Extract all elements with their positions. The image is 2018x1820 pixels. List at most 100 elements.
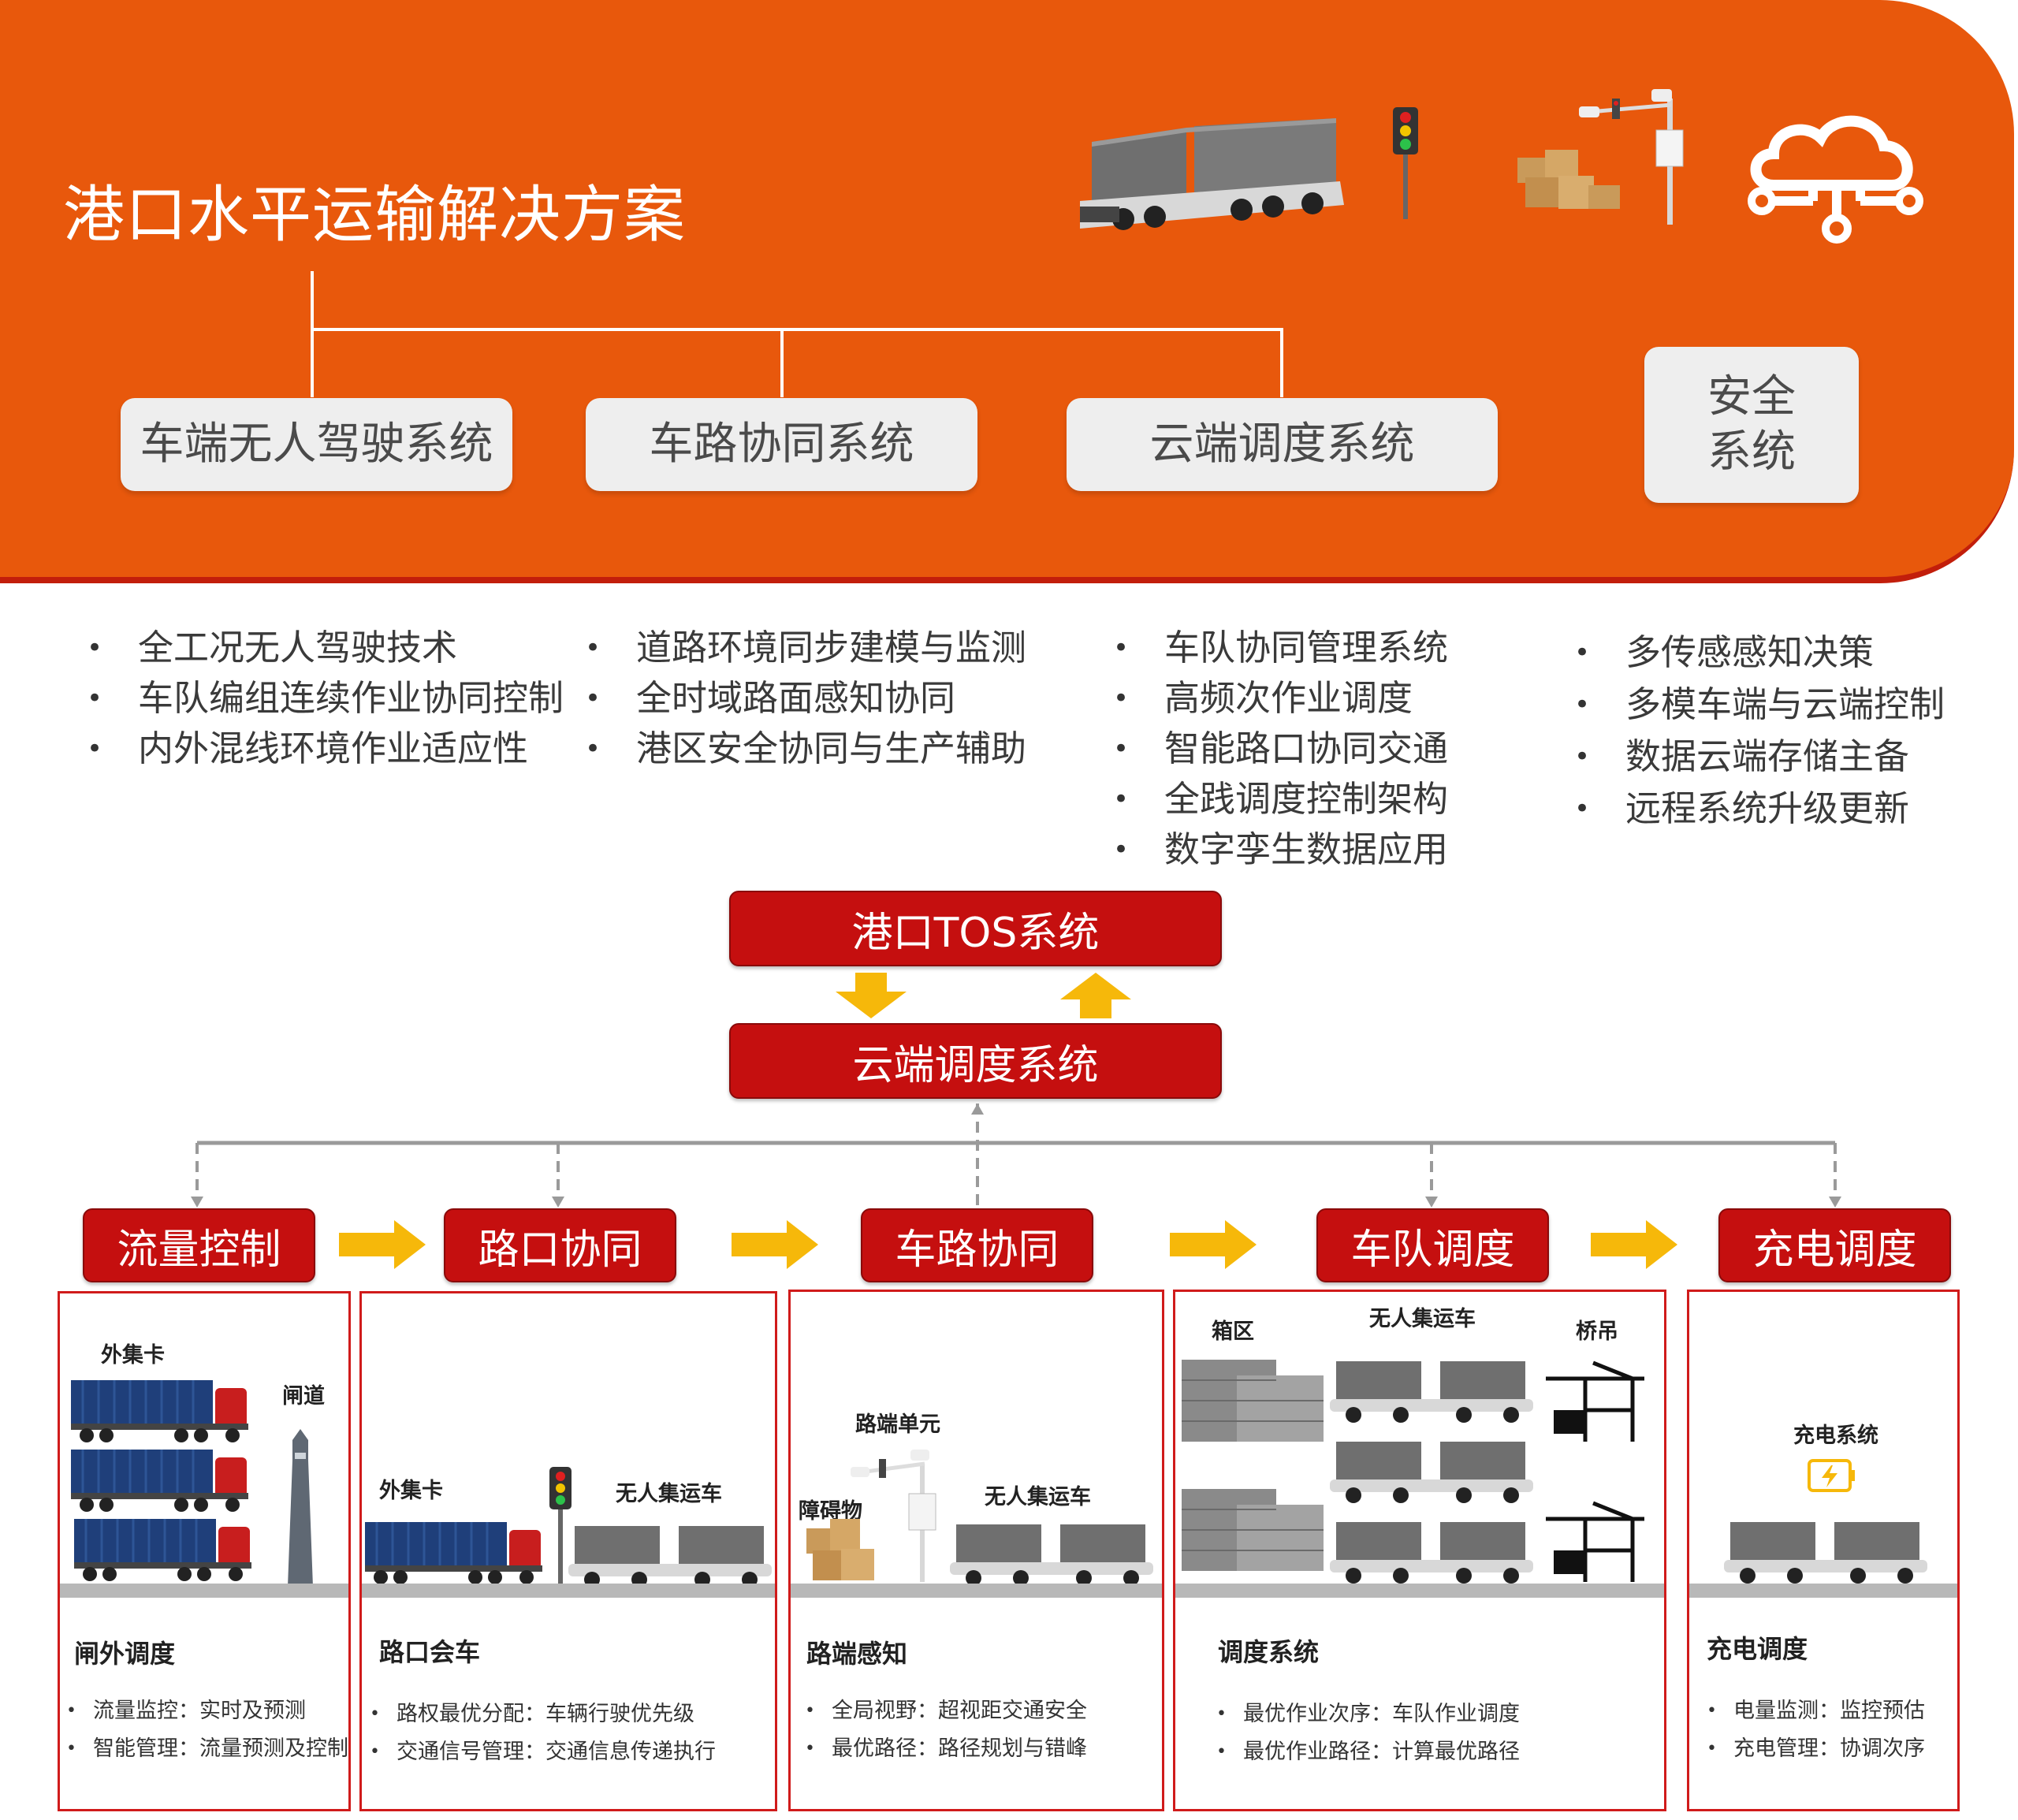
traffic-light-icon [1393,107,1418,219]
external-truck-label: 外集卡 [379,1479,443,1503]
unmanned-vehicle-icon [568,1526,772,1587]
roadside-unit-label: 路端单元 [855,1412,940,1437]
cloud-dispatch-box[interactable]: 云端调度系统 [729,1023,1222,1099]
panel-title: 充电调度 [1707,1634,1808,1664]
roadside-unit-icon [1517,89,1684,225]
stage-panel-intersection: 外集卡 无人集运车 路口会车 路权最优分配：车辆行驶优先级 交通信号管理：交通信… [359,1291,777,1811]
page-title: 港口水平运输解决方案 [63,180,687,251]
panel-bullet: 最优作业次序：车队作业调度 [1216,1695,1520,1733]
feature-item: 多模车端与云端控制 [1574,679,1945,731]
panel-title: 闸外调度 [74,1639,176,1669]
right-arrow-icon [1591,1220,1677,1269]
road-strip [1689,1584,1957,1598]
roadside-unit-icon [806,1450,936,1582]
panel-bullets: 流量监控：实时及预测 智能管理：流量预测及控制 [66,1692,348,1768]
feature-list-safety: 多传感感知决策 多模车端与云端控制 数据云端存储主备 远程系统升级更新 [1574,627,1945,835]
feature-list-vehicle-road: 道路环境同步建模与监测 全时域路面感知协同 港区安全协同与生产辅助 [585,623,1026,774]
quay-crane-label: 桥吊 [1576,1319,1618,1344]
quay-crane-icon [1546,1501,1644,1582]
gate-tower-icon [288,1429,313,1587]
unmanned-vehicle-label: 无人集运车 [1369,1307,1476,1331]
unmanned-vehicle-icon [950,1524,1153,1586]
safety-label: 安全 系统 [1707,371,1796,478]
stage-panel-gate: 外集卡 闸道 闸外调度 流量监控：实时及预测 智能管理：流量预测及控制 [58,1291,351,1811]
feature-item: 车队协同管理系统 [1113,623,1448,673]
feature-item: 多传感感知决策 [1574,627,1945,679]
feature-item: 远程系统升级更新 [1574,783,1945,835]
panel-bullet: 全局视野：超视距交通安全 [805,1692,1087,1730]
panel-bullets: 全局视野：超视距交通安全 最优路径：路径规划与错峰 [805,1692,1087,1768]
connector-line [311,271,314,397]
system-box-vehicle[interactable]: 车端无人驾驶系统 [121,398,512,491]
feature-item: 内外混线环境作业适应性 [87,724,564,774]
feature-item: 全践调度控制架构 [1113,774,1448,824]
stage-header-charging[interactable]: 充电调度 [1718,1208,1951,1282]
system-box-cloud[interactable]: 云端调度系统 [1067,398,1498,491]
system-box-vehicle-road[interactable]: 车路协同系统 [586,398,977,491]
container-stack-icon [1182,1360,1324,1442]
unmanned-vehicle-icon [1330,1522,1533,1584]
panel-bullets: 电量监测：监控预估 充电管理：协调次序 [1707,1692,1925,1768]
stage-header-flow-control[interactable]: 流量控制 [83,1208,315,1282]
panel-bullets: 路权最优分配：车辆行驶优先级 交通信号管理：交通信息传递执行 [370,1695,716,1771]
battery-charging-icon [1808,1459,1855,1492]
road-strip [362,1584,775,1598]
container-stack-icon [1182,1489,1324,1571]
right-arrow-icon [1170,1220,1257,1269]
unmanned-vehicle-icon [1330,1361,1533,1423]
gate-label: 闸道 [282,1384,325,1409]
unmanned-vehicle-label: 无人集运车 [616,1482,722,1506]
road-strip [1175,1584,1664,1598]
stage-panel-charging: 充电系统 充电调度 电量监测：监控预估 充电管理：协调次序 [1687,1290,1960,1811]
connector-line [312,328,1283,331]
down-arrow-icon [836,973,907,1018]
header-banner: 港口水平运输解决方案 车端无人驾驶系统 车路协同系统 云端调度系统 安全 系统 [0,0,2014,583]
road-strip [60,1584,348,1598]
charging-system-label: 充电系统 [1793,1424,1878,1448]
unmanned-vehicle-label: 无人集运车 [985,1485,1091,1509]
feature-item: 智能路口协同交通 [1113,724,1448,774]
up-arrow-icon [1060,973,1131,1018]
panel-bullet: 智能管理：流量预测及控制 [66,1730,348,1768]
panel-bullet: 交通信号管理：交通信息传递执行 [370,1733,716,1771]
container-truck-icon [71,1380,248,1442]
feature-item: 全时域路面感知协同 [585,673,1026,724]
feature-item: 港区安全协同与生产辅助 [585,724,1026,774]
autonomous-truck-icon [1080,118,1344,230]
traffic-light-icon [549,1467,572,1584]
unmanned-vehicle-icon [1724,1522,1927,1584]
feature-item: 车队编组连续作业协同控制 [87,673,564,724]
panel-bullet: 最优路径：路径规划与错峰 [805,1730,1087,1768]
panel-title: 调度系统 [1218,1637,1320,1667]
tos-system-box[interactable]: 港口TOS系统 [729,891,1222,966]
stage-panel-roadside: 路端单元 障碍物 无人集运车 路端感知 全局视野：超视距交通安全 最优路径：路径… [788,1290,1164,1811]
stage-header-vehicle-road[interactable]: 车路协同 [861,1208,1093,1282]
right-arrow-icon [732,1220,818,1269]
connector-line [780,328,784,397]
feature-list-vehicle: 全工况无人驾驶技术 车队编组连续作业协同控制 内外混线环境作业适应性 [87,623,564,774]
road-strip [791,1584,1162,1598]
feature-item: 全工况无人驾驶技术 [87,623,564,673]
cloud-network-icon [1748,115,1923,244]
panel-bullet: 电量监测：监控预估 [1707,1692,1925,1730]
connector-line [1280,328,1283,397]
container-truck-icon [365,1522,542,1584]
distribution-lines [191,1104,1841,1208]
external-truck-label: 外集卡 [101,1343,165,1368]
stage-header-fleet[interactable]: 车队调度 [1316,1208,1549,1282]
panel-bullet: 路权最优分配：车辆行驶优先级 [370,1695,716,1733]
feature-item: 数据云端存储主备 [1574,731,1945,783]
panel-bullets: 最优作业次序：车队作业调度 最优作业路径：计算最优路径 [1216,1695,1520,1771]
container-yard-label: 箱区 [1212,1319,1254,1344]
system-box-safety[interactable]: 安全 系统 [1644,347,1859,503]
quay-crane-icon [1546,1360,1644,1442]
right-arrow-icon [339,1220,426,1269]
stage-panel-dispatch: 箱区 无人集运车 桥吊 调度系统 最优作业次序：车队作业调度 最优作业路径：计算… [1173,1290,1666,1811]
panel-title: 路端感知 [806,1639,908,1669]
panel-title: 路口会车 [379,1637,481,1667]
stage-header-intersection[interactable]: 路口协同 [444,1208,676,1282]
container-truck-icon [74,1519,251,1581]
feature-item: 道路环境同步建模与监测 [585,623,1026,673]
feature-item: 高频次作业调度 [1113,673,1448,724]
unmanned-vehicle-icon [1330,1442,1533,1503]
